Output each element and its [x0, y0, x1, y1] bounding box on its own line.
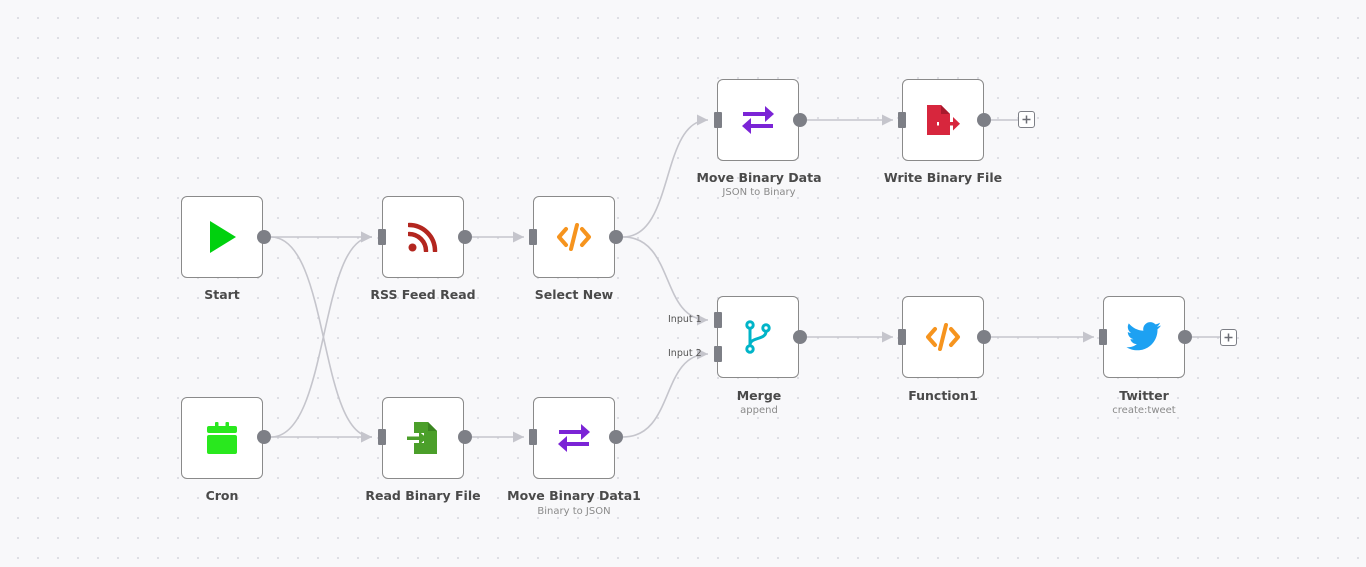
- node-select-new-output[interactable]: [609, 230, 623, 244]
- add-node-button-write-binary[interactable]: [1018, 111, 1035, 128]
- node-merge-output[interactable]: [793, 330, 807, 344]
- node-move-binary-data[interactable]: [717, 79, 799, 161]
- node-cron-output[interactable]: [257, 430, 271, 444]
- node-move-binary-data1-output[interactable]: [609, 430, 623, 444]
- edge-selectnew-movebinary[interactable]: [622, 114, 709, 238]
- rss-icon: [408, 222, 438, 252]
- exchange-icon: [742, 106, 774, 134]
- node-select-new-label: Select New: [534, 287, 614, 302]
- node-move-binary-data1-subtitle: Binary to JSON: [537, 506, 611, 517]
- node-start-output[interactable]: [257, 230, 271, 244]
- node-merge-input-1[interactable]: [714, 312, 722, 328]
- node-function1[interactable]: [902, 296, 984, 378]
- node-rss-feed-read-label: RSS Feed Read: [370, 287, 476, 302]
- plus-icon: [1022, 115, 1031, 124]
- code-branch-icon: [745, 320, 771, 354]
- play-icon: [210, 221, 236, 253]
- add-node-button-twitter[interactable]: [1220, 329, 1237, 346]
- plus-icon: [1224, 333, 1233, 342]
- node-merge-subtitle: append: [740, 405, 778, 416]
- node-start[interactable]: [181, 196, 263, 278]
- node-move-binary-data-output[interactable]: [793, 113, 807, 127]
- node-merge-label: Merge: [736, 388, 782, 403]
- node-merge[interactable]: [717, 296, 799, 378]
- edge-start-readbinary[interactable]: [270, 236, 373, 443]
- node-move-binary-data1-label: Move Binary Data1: [507, 488, 641, 503]
- code-icon: [926, 323, 960, 351]
- node-twitter-subtitle: create:tweet: [1112, 405, 1176, 416]
- node-move-binary-data-subtitle: JSON to Binary: [722, 187, 796, 198]
- node-move-binary-data-label: Move Binary Data: [696, 170, 822, 185]
- node-write-binary-file-output[interactable]: [977, 113, 991, 127]
- node-cron[interactable]: [181, 397, 263, 479]
- node-twitter-output[interactable]: [1178, 330, 1192, 344]
- calendar-icon: [207, 422, 237, 454]
- node-write-binary-file[interactable]: [902, 79, 984, 161]
- node-read-binary-file-output[interactable]: [458, 430, 472, 444]
- node-move-binary-data1-input[interactable]: [529, 429, 537, 445]
- file-export-icon: [927, 105, 960, 135]
- node-read-binary-file[interactable]: [382, 397, 464, 479]
- edge-selectnew-merge[interactable]: [622, 236, 709, 326]
- node-cron-label: Cron: [205, 488, 239, 503]
- node-read-binary-file-input[interactable]: [378, 429, 386, 445]
- code-icon: [557, 223, 591, 251]
- edge-movebinary1-merge[interactable]: [622, 348, 709, 438]
- node-read-binary-file-label: Read Binary File: [365, 488, 481, 503]
- file-import-icon: [407, 422, 437, 454]
- node-merge-input-1-label: Input 1: [668, 314, 702, 325]
- edge-cron-rss[interactable]: [270, 231, 373, 438]
- node-twitter-input[interactable]: [1099, 329, 1107, 345]
- node-move-binary-data-input[interactable]: [714, 112, 722, 128]
- node-function1-label: Function1: [908, 388, 978, 403]
- node-move-binary-data1[interactable]: [533, 397, 615, 479]
- node-function1-output[interactable]: [977, 330, 991, 344]
- node-twitter-label: Twitter: [1119, 388, 1169, 403]
- node-twitter[interactable]: [1103, 296, 1185, 378]
- node-start-label: Start: [204, 287, 240, 302]
- node-function1-input[interactable]: [898, 329, 906, 345]
- node-rss-feed-read[interactable]: [382, 196, 464, 278]
- node-write-binary-file-input[interactable]: [898, 112, 906, 128]
- node-merge-input-2-label: Input 2: [668, 348, 702, 359]
- node-merge-input-2[interactable]: [714, 346, 722, 362]
- node-rss-feed-read-input[interactable]: [378, 229, 386, 245]
- node-select-new-input[interactable]: [529, 229, 537, 245]
- exchange-icon: [558, 424, 590, 452]
- node-rss-feed-read-output[interactable]: [458, 230, 472, 244]
- node-write-binary-file-label: Write Binary File: [883, 170, 1003, 185]
- twitter-icon: [1126, 322, 1161, 351]
- node-select-new[interactable]: [533, 196, 615, 278]
